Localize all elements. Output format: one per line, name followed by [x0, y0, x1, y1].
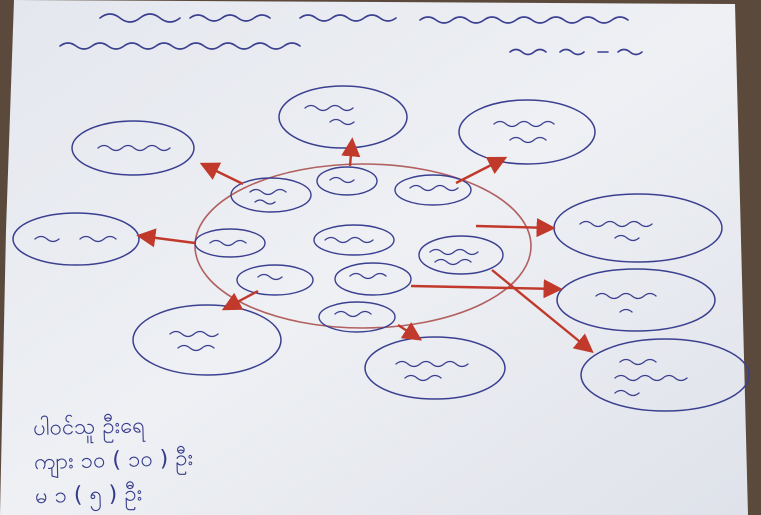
inner-node — [318, 301, 396, 333]
inner-node — [230, 177, 312, 213]
outer-node — [458, 99, 596, 165]
inner-node — [334, 262, 412, 296]
connector-arrows — [136, 137, 594, 354]
bottom-notes: ပါဝင်သူ ဦးရေ ကျား ၁၀ ( ၁၀ ) ဦး မ ၁ ( ၅ )… — [33, 408, 195, 514]
outer-node — [71, 120, 195, 176]
participants-heading: ပါဝင်သူ ဦးရေ — [32, 413, 145, 442]
outer-node — [580, 338, 750, 412]
outer-node — [132, 304, 282, 376]
participants-female: မ ၁ ( ၅ ) ဦး — [34, 481, 143, 510]
participants-male: ကျား ၁၀ ( ၁၀ ) ဦး — [33, 445, 194, 476]
inner-node — [418, 235, 504, 275]
header-handwriting — [59, 13, 643, 56]
outer-node — [556, 268, 716, 332]
node-handwriting — [34, 104, 688, 397]
inner-node — [394, 174, 472, 206]
inner-node — [313, 224, 395, 256]
inner-node — [236, 264, 314, 296]
outer-node — [364, 336, 506, 400]
inner-node — [316, 166, 378, 196]
